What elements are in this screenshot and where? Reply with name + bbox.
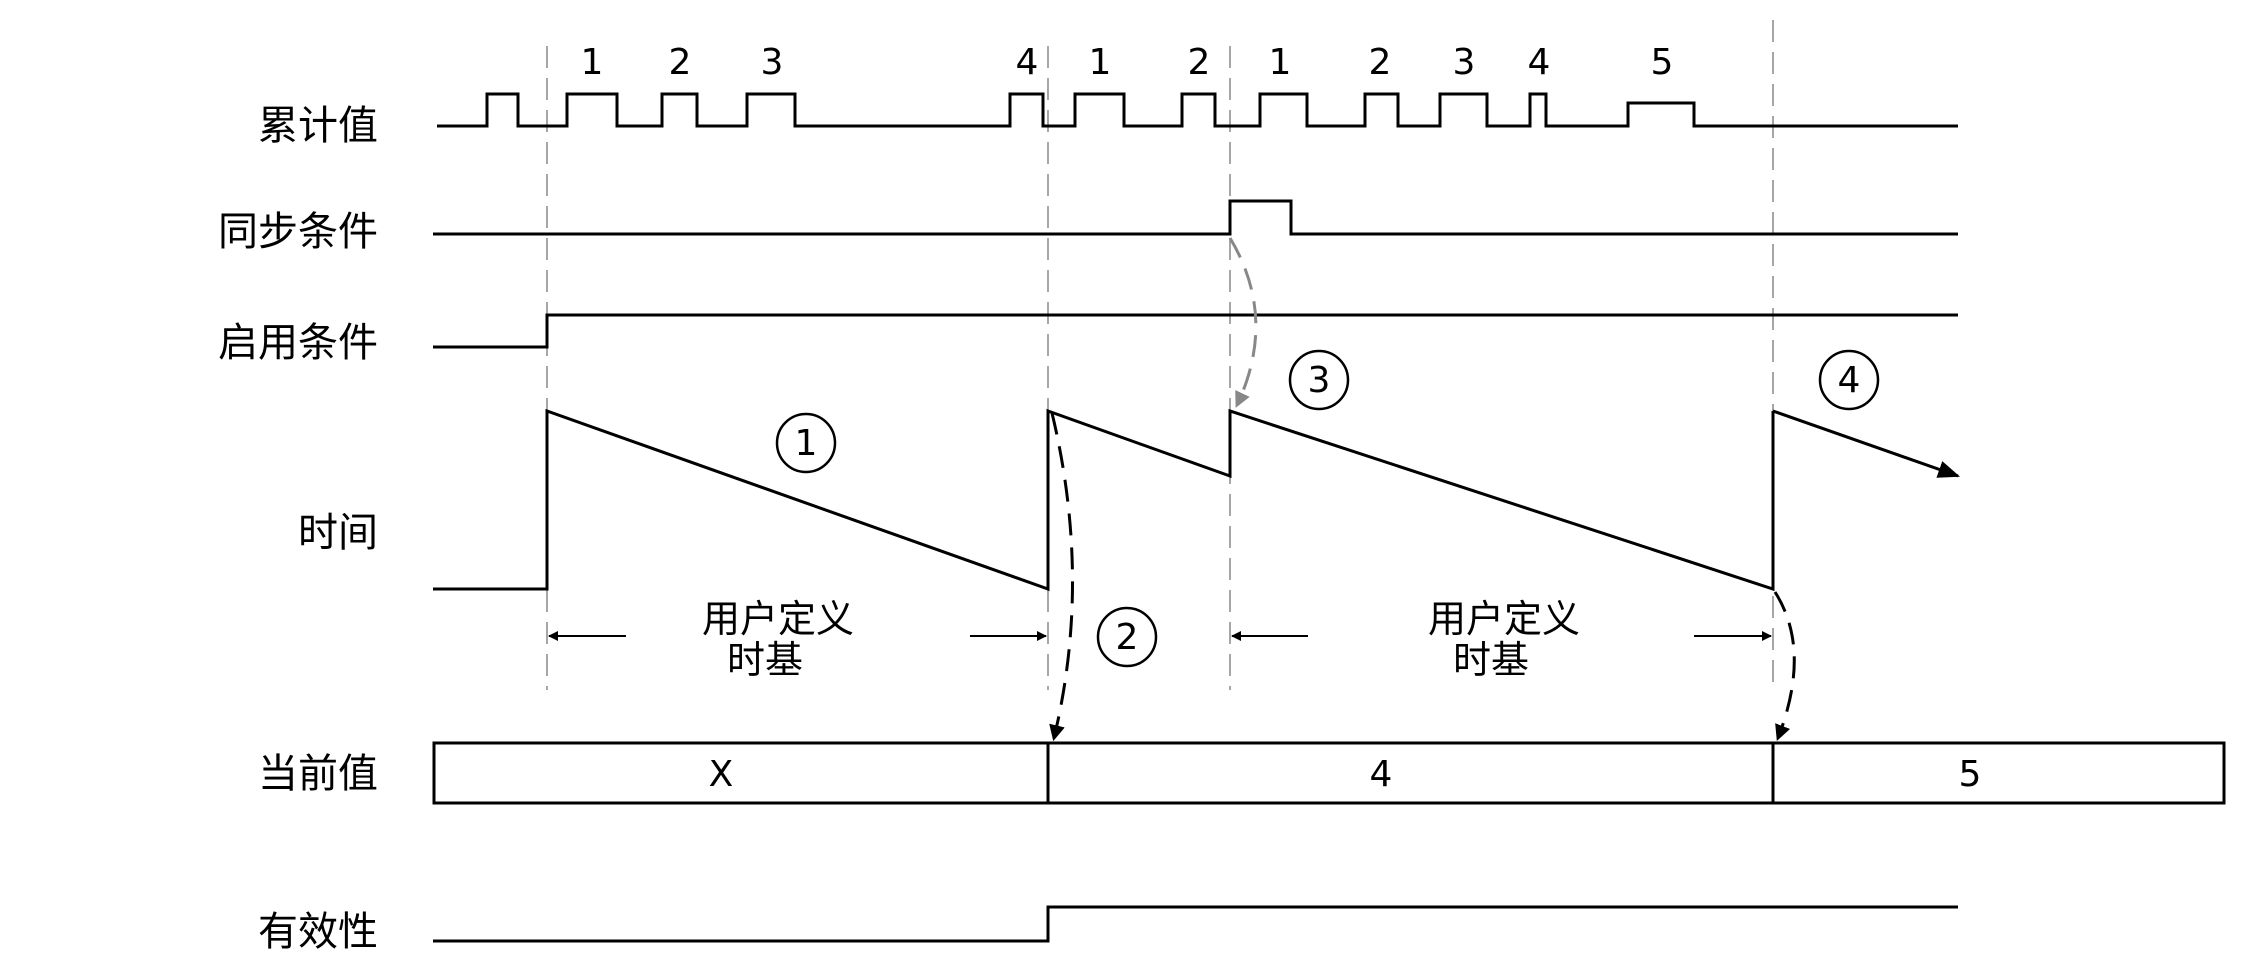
signal-label-validity: 有效性 xyxy=(258,909,378,955)
enable-waveform xyxy=(433,313,1958,349)
marker-3: 3 xyxy=(1288,349,1350,411)
marker-number: 2 xyxy=(1116,617,1139,658)
validity-waveform xyxy=(433,905,1958,943)
pulse-number: 3 xyxy=(1453,42,1476,83)
marker-number: 1 xyxy=(795,423,818,464)
current-value-segment-3 xyxy=(1771,741,2226,805)
pulse-number: 2 xyxy=(1188,42,1211,83)
marker-number: 3 xyxy=(1308,360,1331,401)
second-update-curve xyxy=(1773,591,1796,741)
current-value-segment-1 xyxy=(432,741,1050,805)
marker-2: 2 xyxy=(1096,606,1158,668)
pulse-number: 4 xyxy=(1016,42,1039,83)
sync-waveform xyxy=(433,199,1958,236)
sync-restart-curve xyxy=(1228,237,1258,408)
current-value-text: 5 xyxy=(1959,754,1982,795)
current-value-text: X xyxy=(709,754,734,795)
pulse-number: 2 xyxy=(1369,42,1392,83)
signal-label-sync: 同步条件 xyxy=(218,209,378,255)
pulse-number: 5 xyxy=(1651,42,1674,83)
pulse-number: 1 xyxy=(1269,42,1292,83)
accumulated-waveform xyxy=(437,92,1958,128)
pulse-number: 1 xyxy=(581,42,604,83)
marker-4: 4 xyxy=(1818,349,1880,411)
marker-number: 4 xyxy=(1838,360,1861,401)
timebase-1-caption-line2: 时基 xyxy=(727,638,803,682)
signal-label-current: 当前值 xyxy=(258,751,378,797)
current-value-text: 4 xyxy=(1370,754,1393,795)
signal-label-accumulated: 累计值 xyxy=(258,103,378,149)
time-waveform xyxy=(433,408,1775,592)
timebase-2-caption-line2: 时基 xyxy=(1453,638,1529,682)
timebase-2-caption-line1: 用户定义 xyxy=(1428,597,1580,641)
current-value-segment-2 xyxy=(1046,741,1775,805)
first-update-curve xyxy=(1049,412,1074,742)
pulse-number: 2 xyxy=(669,42,692,83)
signal-label-enable: 启用条件 xyxy=(218,320,378,366)
marker-1: 1 xyxy=(775,412,837,474)
time-continue-arrow xyxy=(1772,409,1961,478)
timebase-1-caption-line1: 用户定义 xyxy=(702,597,854,641)
signal-label-time: 时间 xyxy=(298,510,378,556)
pulse-number: 4 xyxy=(1528,42,1551,83)
pulse-number: 3 xyxy=(761,42,784,83)
pulse-number: 1 xyxy=(1089,42,1112,83)
